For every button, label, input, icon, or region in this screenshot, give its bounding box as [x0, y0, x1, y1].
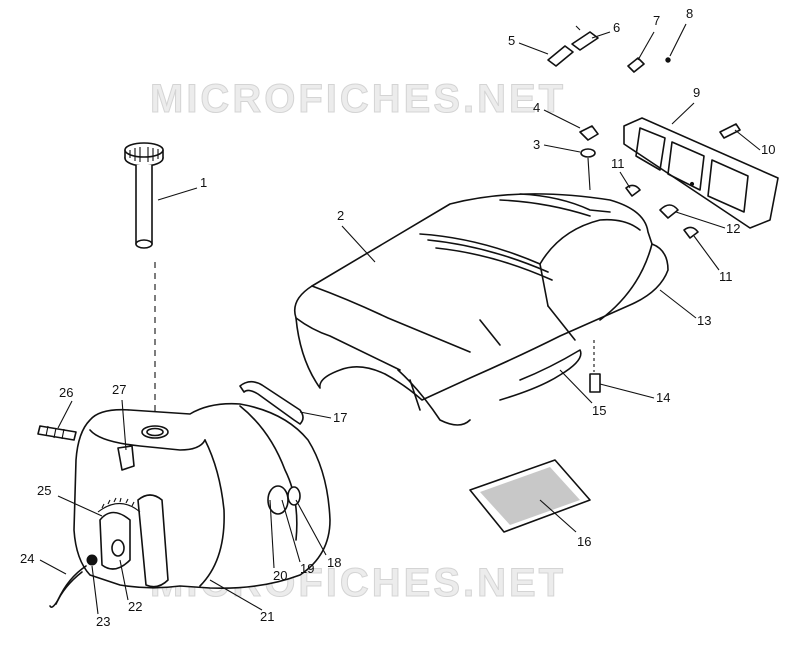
taillight-housing-part	[623, 117, 779, 229]
callout-21: 21	[260, 609, 274, 624]
callout-10: 10	[761, 142, 775, 157]
callout-25: 25	[37, 483, 51, 498]
callout-9: 9	[693, 85, 700, 100]
fuel-tank-part	[73, 402, 331, 590]
callout-22: 22	[128, 599, 142, 614]
callout-19: 19	[300, 561, 314, 576]
callout-14: 14	[656, 390, 670, 405]
callout-20: 20	[273, 568, 287, 583]
bolt-part	[589, 340, 601, 393]
callout-5: 5	[508, 33, 515, 48]
callout-12: 12	[726, 221, 740, 236]
fitting-parts	[37, 425, 98, 608]
seat-part	[293, 193, 669, 426]
callout-8: 8	[686, 6, 693, 21]
callout-15: 15	[592, 403, 606, 418]
callout-16: 16	[577, 534, 591, 549]
leader-lines	[39, 23, 761, 615]
hardware-parts	[547, 25, 671, 191]
callout-7: 7	[653, 13, 660, 28]
callout-2: 2	[337, 208, 344, 223]
callout-23: 23	[96, 614, 110, 629]
callout-17: 17	[333, 410, 347, 425]
watermark-top: MICROFICHES.NET	[150, 77, 566, 121]
filler-neck-part	[124, 142, 164, 420]
strap-part	[239, 380, 304, 425]
callout-27: 27	[112, 382, 126, 397]
callout-11b: 11	[719, 269, 733, 284]
foam-pad-part	[469, 459, 591, 533]
callout-1: 1	[200, 175, 207, 190]
callout-3: 3	[533, 137, 540, 152]
callout-11a: 11	[611, 156, 625, 171]
callout-4: 4	[533, 100, 540, 115]
callout-26: 26	[59, 385, 73, 400]
callout-6: 6	[613, 20, 620, 35]
callout-13: 13	[697, 313, 711, 328]
callout-18: 18	[327, 555, 341, 570]
callout-24: 24	[20, 551, 34, 566]
